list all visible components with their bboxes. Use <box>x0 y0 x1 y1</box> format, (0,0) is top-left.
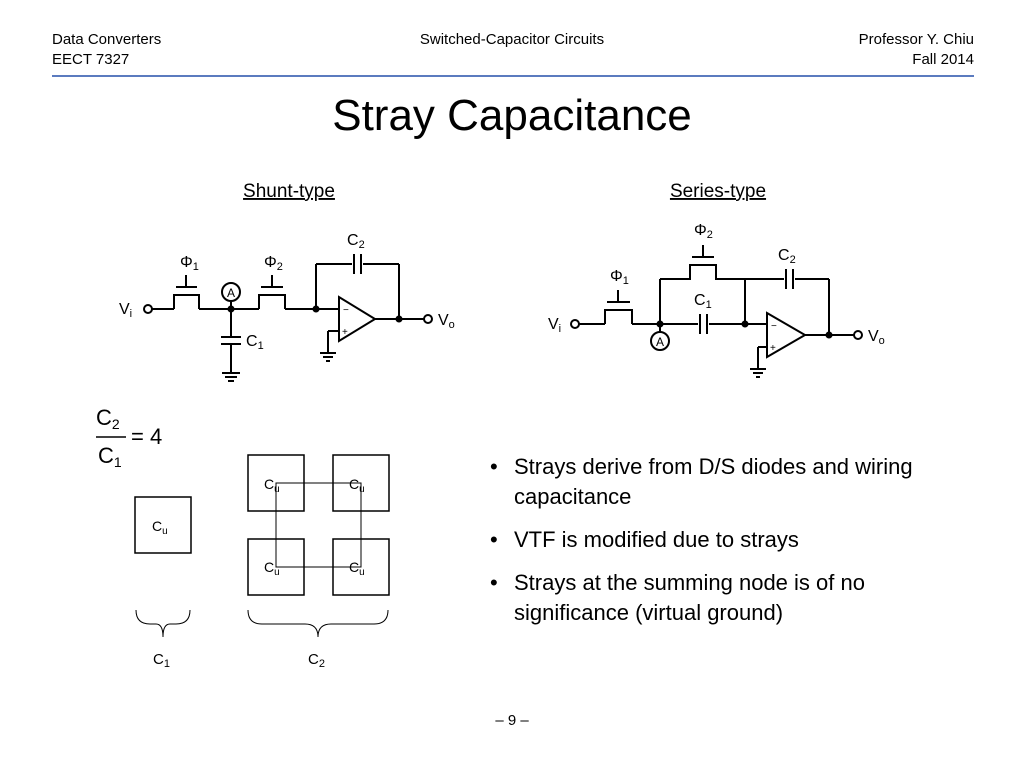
shunt-node-a-dot <box>227 305 235 313</box>
series-node-a-label: A <box>656 335 664 349</box>
series-output-node-dot <box>825 331 833 339</box>
shunt-phi1-label: Φ1 <box>180 254 199 273</box>
series-node-a-dot <box>656 320 664 328</box>
course-name: Data Converters <box>52 31 162 48</box>
shunt-opamp-plus: + <box>342 327 348 338</box>
term: Fall 2014 <box>912 51 974 68</box>
c2-unit-label-tr: Cu <box>349 476 365 495</box>
c1-unit-box <box>134 496 192 554</box>
shunt-c1-label: C1 <box>246 333 264 352</box>
shunt-phi2-label: Φ2 <box>264 254 283 273</box>
shunt-switch-phi1 <box>173 294 200 309</box>
series-switch-phi2 <box>660 264 745 280</box>
series-opamp <box>766 311 807 359</box>
professor-name: Professor Y. Chiu <box>858 31 974 48</box>
header-rule <box>52 75 974 77</box>
shunt-vin-label: Vi <box>119 301 132 320</box>
series-circuit <box>570 245 863 378</box>
bullet-item: Strays at the summing node is of no sign… <box>488 568 958 628</box>
c2-brace <box>247 609 389 638</box>
header-topic: Switched-Capacitor Circuits <box>419 31 605 48</box>
c2-interconnect <box>275 482 362 568</box>
shunt-node-a-marker <box>221 282 241 302</box>
c2-unit-label-br: Cu <box>349 559 365 578</box>
series-opamp-minus: − <box>771 321 777 332</box>
shunt-heading: Shunt-type <box>243 181 335 202</box>
c1-unit-label: Cu <box>152 518 168 537</box>
shunt-summing-node-dot <box>312 305 320 313</box>
bullet-item: VTF is modified due to strays <box>488 525 958 555</box>
bullet-list: Strays derive from D/S diodes and wiring… <box>488 452 958 641</box>
shunt-vin-terminal <box>143 304 153 314</box>
ratio-equation: C2 C1 = 4 <box>96 405 162 470</box>
shunt-switch-phi2 <box>258 294 286 309</box>
c1-brace <box>135 609 191 638</box>
shunt-vout-terminal <box>423 314 433 324</box>
series-summing-node-dot <box>741 320 749 328</box>
c2-unit-label-tl: Cu <box>264 476 280 495</box>
ratio-rhs: = 4 <box>131 424 162 449</box>
series-node-a-marker <box>650 331 670 351</box>
page-number: – 9 – <box>495 712 529 729</box>
series-switch-phi1 <box>604 309 633 324</box>
shunt-output-node-dot <box>395 315 403 323</box>
shunt-vout-label: Vo <box>438 312 455 331</box>
bullet-item: Strays derive from D/S diodes and wiring… <box>488 452 958 512</box>
series-heading: Series-type <box>670 181 766 202</box>
series-c1-label: C1 <box>694 292 712 311</box>
series-vout-terminal <box>853 330 863 340</box>
series-phi2-label: Φ2 <box>694 222 713 241</box>
series-vin-terminal <box>570 319 580 329</box>
series-vin-label: Vi <box>548 316 561 335</box>
c2-unit-label-bl: Cu <box>264 559 280 578</box>
ratio-numerator: C2 <box>96 405 120 432</box>
shunt-node-a-label: A <box>227 286 235 300</box>
c1-brace-label: C1 <box>153 651 170 670</box>
shunt-circuit <box>143 254 433 382</box>
header-right: Professor Y. Chiu Fall 2014 <box>859 30 974 70</box>
series-vout-label: Vo <box>868 328 885 347</box>
slide-title: Stray Capacitance <box>332 91 692 140</box>
shunt-opamp <box>338 295 377 343</box>
header-left: Data Converters EECT 7327 <box>52 30 161 70</box>
series-c2-label: C2 <box>778 247 796 266</box>
shunt-c2-label: C2 <box>347 232 365 251</box>
ratio-denominator: C1 <box>98 443 122 470</box>
course-code: EECT 7327 <box>52 51 130 68</box>
c2-brace-label: C2 <box>308 651 325 670</box>
shunt-opamp-minus: − <box>343 305 349 316</box>
series-phi1-label: Φ1 <box>610 268 629 287</box>
series-opamp-plus: + <box>770 343 776 354</box>
